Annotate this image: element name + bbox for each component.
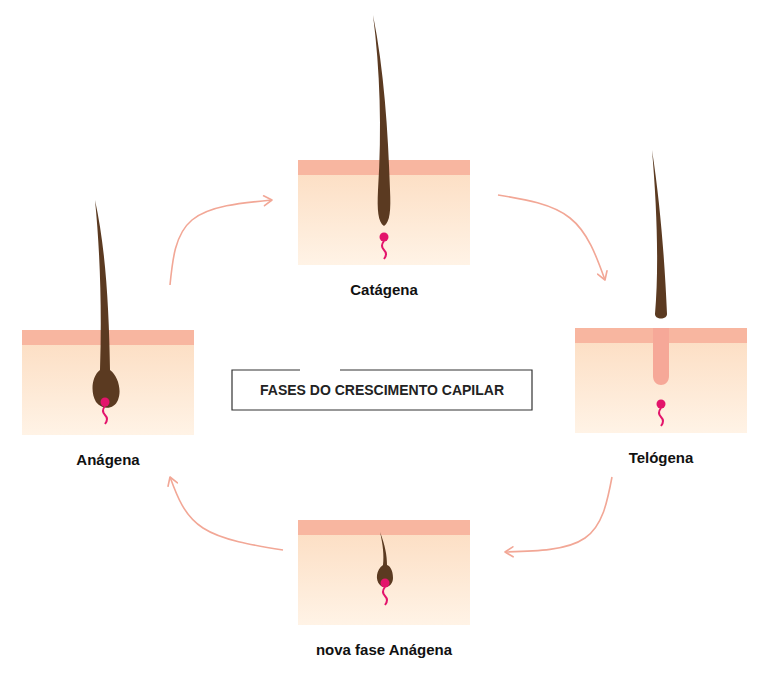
phase-panel: Telógena: [575, 328, 747, 467]
skin-illustration: [298, 520, 470, 625]
phase-panel: nova fase Anágena: [298, 520, 470, 659]
dermal-papilla: [657, 400, 666, 409]
phase-panel: Anágena: [22, 330, 194, 469]
cycle-arrow: [170, 477, 283, 550]
dermal-papilla: [381, 579, 390, 588]
dermal-papilla: [380, 233, 389, 242]
empty-follicle: [653, 328, 669, 385]
dermal-papilla: [101, 398, 110, 407]
phase-label: Telógena: [575, 449, 747, 467]
hair-shaft: [652, 150, 667, 319]
title-bracket: [232, 370, 532, 410]
cycle-arrow: [505, 477, 612, 552]
papilla-tail: [659, 408, 663, 426]
cycle-arrow: [170, 200, 272, 285]
hair-shaft: [93, 200, 120, 408]
new-hair: [377, 532, 393, 587]
papilla-tail: [382, 241, 386, 259]
skin-illustration: [298, 160, 470, 265]
papilla-tail: [103, 406, 107, 424]
diagram-title: FASES DO CRESCIMENTO CAPILAR: [232, 370, 532, 410]
phase-label: nova fase Anágena: [298, 641, 470, 659]
papilla-tail: [383, 587, 387, 605]
phase-label: Anágena: [22, 451, 194, 469]
dermis: [298, 520, 470, 625]
phase-label: Catágena: [298, 281, 470, 299]
dermis: [575, 328, 747, 433]
epidermis: [298, 520, 470, 535]
cycle-arrow: [498, 195, 605, 280]
skin-illustration: [22, 330, 194, 435]
hair-shaft: [373, 15, 390, 226]
skin-illustration: [575, 328, 747, 433]
phase-panel: Catágena: [298, 160, 470, 299]
